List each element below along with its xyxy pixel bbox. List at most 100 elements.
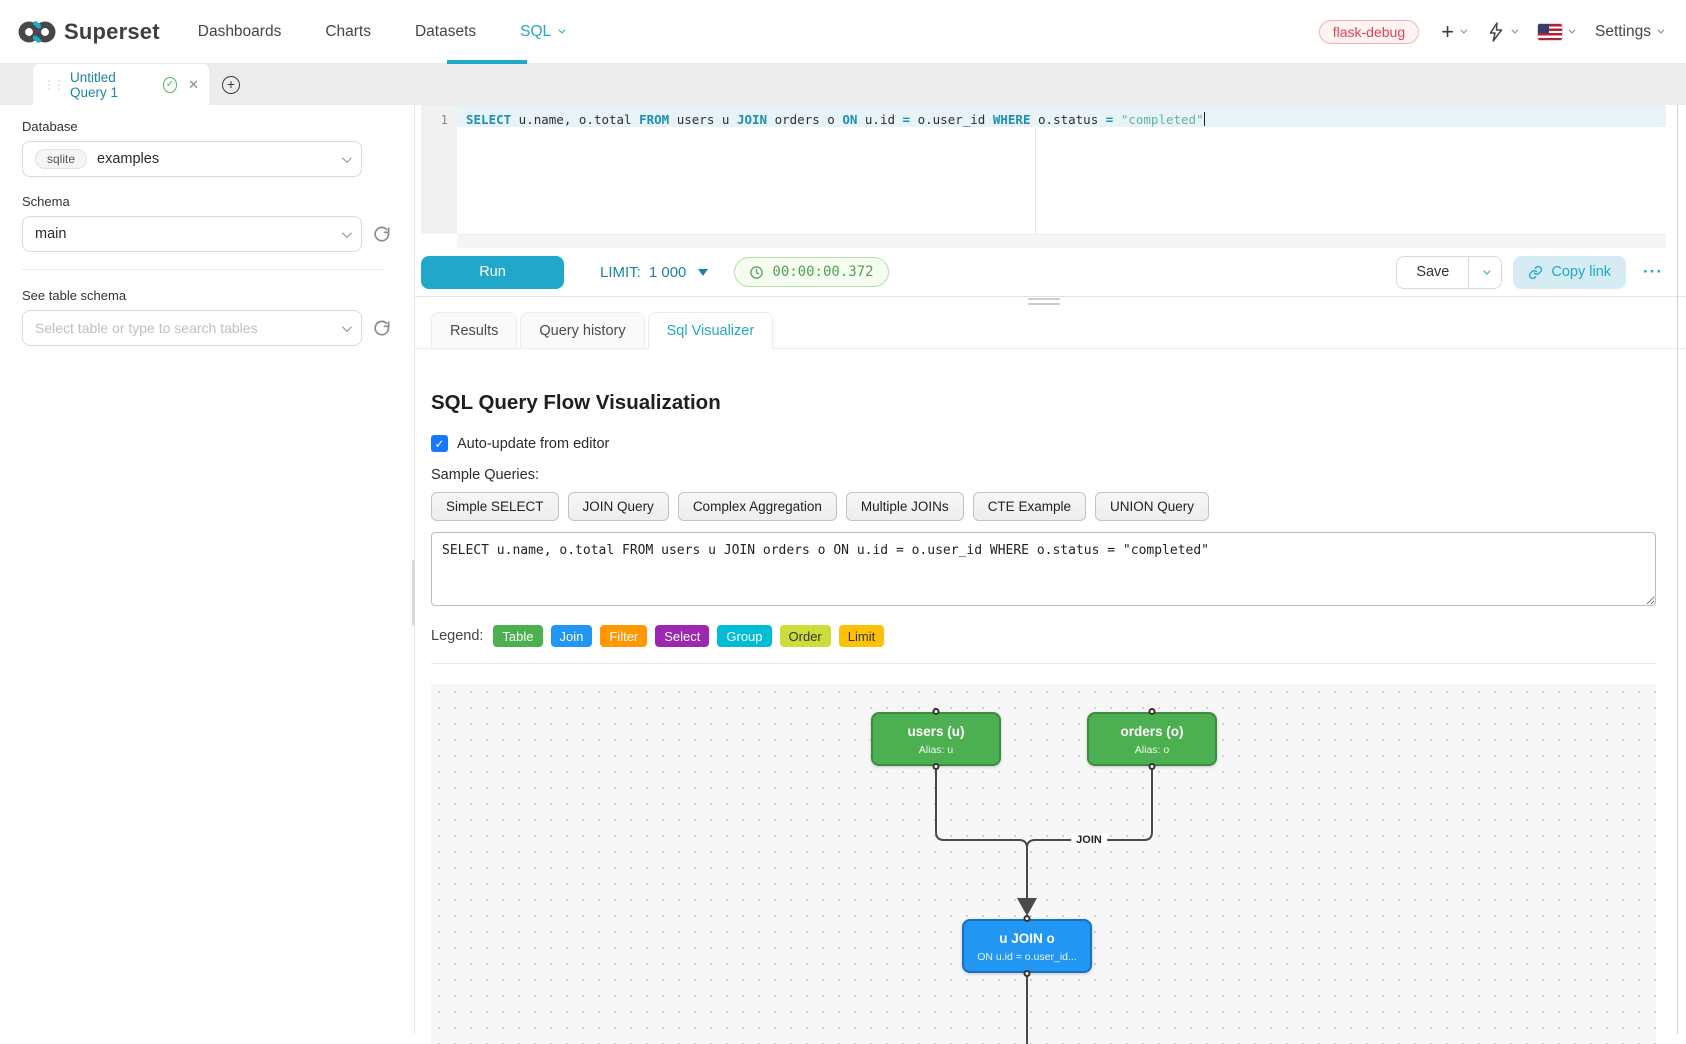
- node-subtitle: ON u.id = o.user_id...: [964, 951, 1090, 963]
- sample-query-button[interactable]: Complex Aggregation: [678, 492, 837, 521]
- refresh-schemas-icon[interactable]: [372, 224, 392, 244]
- node-handle-bottom[interactable]: [1149, 763, 1156, 770]
- navbar-right: flask-debug + Settings: [1319, 20, 1662, 44]
- auto-update-checkbox[interactable]: ✓: [431, 435, 448, 452]
- sample-query-button[interactable]: CTE Example: [973, 492, 1086, 521]
- node-handle-top[interactable]: [933, 708, 940, 715]
- content-divider: [431, 663, 1656, 664]
- database-value: examples: [97, 151, 159, 167]
- sql-tokens: SELECT u.name, o.total FROM users u JOIN…: [466, 112, 1204, 127]
- more-actions-button[interactable]: ···: [1643, 262, 1663, 282]
- settings-label: Settings: [1595, 23, 1651, 41]
- query-tab[interactable]: ⋮⋮ Untitled Query 1 ✓ ✕: [33, 64, 209, 105]
- refresh-tables-icon[interactable]: [372, 318, 392, 338]
- sample-query-button[interactable]: Multiple JOINs: [846, 492, 964, 521]
- chevron-down-icon: [1568, 27, 1575, 34]
- node-title: orders (o): [1089, 724, 1215, 739]
- sql-token: ON: [842, 112, 857, 127]
- node-handle-bottom[interactable]: [1024, 970, 1031, 977]
- sample-query-buttons: Simple SELECT JOIN Query Complex Aggregati…: [431, 492, 1656, 521]
- tab-results[interactable]: Results: [431, 312, 517, 348]
- node-handle-bottom[interactable]: [933, 763, 940, 770]
- join-edge-label: JOIN: [1071, 833, 1107, 847]
- link-icon: [1528, 265, 1543, 280]
- save-button[interactable]: Save: [1396, 256, 1469, 289]
- database-engine-badge: sqlite: [35, 149, 87, 169]
- superset-logo[interactable]: Superset: [18, 17, 160, 47]
- database-label: Database: [22, 119, 414, 134]
- legend-badge-group: Group: [717, 625, 771, 647]
- tab-query-history[interactable]: Query history: [520, 312, 644, 348]
- flow-node-orders[interactable]: orders (o) Alias: o: [1087, 712, 1217, 766]
- limit-label: LIMIT:: [600, 264, 641, 281]
- tab-sql-visualizer[interactable]: Sql Visualizer: [648, 312, 774, 348]
- nav-charts[interactable]: Charts: [325, 23, 371, 41]
- chevron-down-icon: [1657, 27, 1664, 34]
- close-tab-icon[interactable]: ✕: [188, 77, 199, 93]
- nav-sql[interactable]: SQL: [520, 23, 563, 41]
- drag-dots-icon: ⋮⋮: [43, 78, 63, 92]
- flow-node-users[interactable]: users (u)Alias: u: [871, 712, 1001, 766]
- sample-query-button[interactable]: Simple SELECT: [431, 492, 559, 521]
- sample-query-button[interactable]: UNION Query: [1095, 492, 1209, 521]
- sql-visualizer-panel: SQL Query Flow Visualization ✓ Auto-upda…: [415, 391, 1686, 1044]
- query-input[interactable]: SELECT u.name, o.total FROM users u JOIN…: [431, 532, 1656, 606]
- legend-badge-select: Select: [655, 625, 709, 647]
- nav-sql-label: SQL: [520, 23, 551, 41]
- schema-label: Schema: [22, 194, 414, 209]
- nav-datasets[interactable]: Datasets: [415, 23, 476, 41]
- sqllab-main-pane: 1 SELECT u.name, o.total FROM users u JO…: [415, 105, 1686, 1034]
- legend-badge-join: Join: [551, 625, 593, 647]
- save-dropdown-button[interactable]: [1469, 256, 1502, 289]
- chevron-down-icon: [342, 322, 352, 332]
- settings-menu[interactable]: Settings: [1595, 23, 1662, 41]
- sql-token: SELECT: [466, 112, 511, 127]
- lightning-icon: [1487, 22, 1505, 42]
- sql-token: JOIN: [737, 112, 767, 127]
- node-handle-top[interactable]: [1149, 708, 1156, 715]
- sample-query-button[interactable]: JOIN Query: [568, 492, 669, 521]
- add-tab-button[interactable]: +: [222, 76, 240, 94]
- language-picker[interactable]: [1538, 24, 1573, 40]
- auto-update-label: Auto-update from editor: [457, 436, 609, 452]
- table-select-placeholder: Select table or type to search tables: [35, 320, 258, 336]
- pane-drag-handle[interactable]: [1028, 298, 1060, 308]
- legend-badge-filter: Filter: [600, 625, 647, 647]
- active-nav-underline: [447, 60, 527, 64]
- sql-token: =: [903, 112, 911, 127]
- table-select[interactable]: Select table or type to search tables: [22, 310, 362, 346]
- sidebar-divider: [22, 269, 385, 270]
- superset-infinity-icon: [18, 17, 56, 47]
- sql-token: [1113, 112, 1121, 127]
- database-select[interactable]: sqlite examples: [22, 141, 362, 177]
- sql-token: u.id: [857, 112, 902, 127]
- chevron-down-icon: [1483, 267, 1490, 274]
- query-tabstrip: ⋮⋮ Untitled Query 1 ✓ ✕ +: [0, 64, 1686, 105]
- clock-icon: [749, 265, 764, 280]
- copy-link-button[interactable]: Copy link: [1513, 256, 1626, 289]
- editor-hscrollbar[interactable]: [457, 234, 1666, 248]
- chevron-down-icon: [342, 153, 352, 163]
- limit-dropdown[interactable]: LIMIT: 1 000: [600, 264, 708, 281]
- node-handle-top[interactable]: [1024, 915, 1031, 922]
- node-title: users (u): [873, 724, 999, 739]
- chevron-down-icon: [1511, 27, 1518, 34]
- query-search-button[interactable]: [1487, 22, 1516, 42]
- sql-token: o.user_id: [910, 112, 993, 127]
- editor-code-area[interactable]: SELECT u.name, o.total FROM users u JOIN…: [457, 105, 1666, 234]
- copy-link-label: Copy link: [1551, 264, 1611, 280]
- environment-badge: flask-debug: [1319, 20, 1419, 44]
- flow-node-join[interactable]: u JOIN o ON u.id = o.user_id...: [962, 919, 1092, 973]
- limit-value: 1 000: [649, 264, 687, 281]
- node-title: u JOIN o: [964, 931, 1090, 946]
- south-pane-divider: [415, 296, 1686, 297]
- nav-dashboards[interactable]: Dashboards: [198, 23, 282, 41]
- scrollbar[interactable]: [1677, 105, 1678, 1034]
- schema-select[interactable]: main: [22, 216, 362, 252]
- new-item-button[interactable]: +: [1441, 21, 1465, 43]
- query-tab-title: Untitled Query 1: [70, 70, 155, 100]
- node-subtitle: Alias: o: [1089, 744, 1215, 756]
- flow-canvas[interactable]: JOIN users (u)Alias: u orders (o) Alias: o…: [431, 684, 1656, 1044]
- legend-badge-limit: Limit: [839, 625, 884, 647]
- run-button[interactable]: Run: [421, 256, 564, 289]
